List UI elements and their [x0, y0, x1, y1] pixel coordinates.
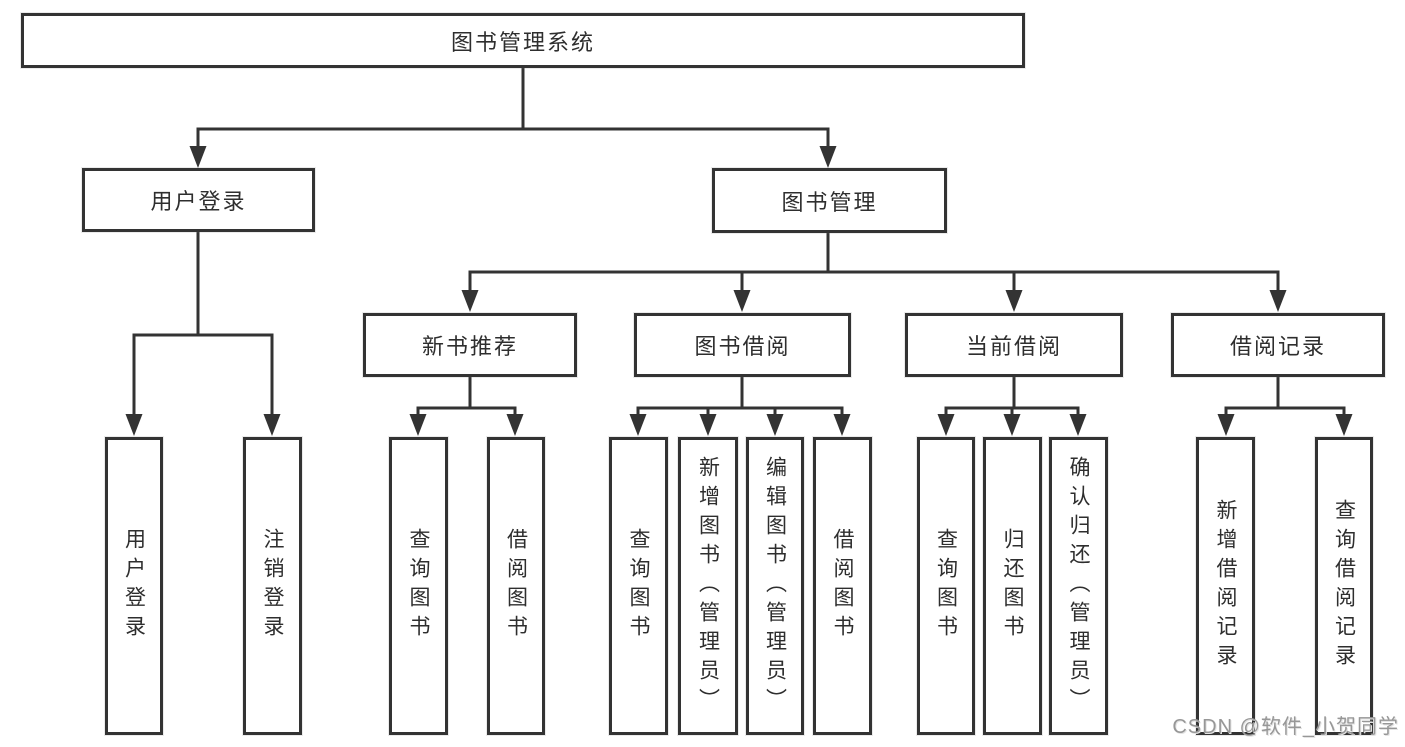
- node-label: 新增图书（管理员）: [696, 455, 720, 717]
- arrowhead-icons: [125, 146, 1353, 436]
- node-leaf-user-login: 用户登录: [105, 437, 163, 735]
- node-leaf-query-books-current: 查询图书: [917, 437, 975, 735]
- node-leaf-logout: 注销登录: [243, 437, 302, 735]
- node-leaf-edit-books-admin: 编辑图书（管理员）: [746, 437, 804, 735]
- node-book-borrowing: 图书借阅: [634, 313, 851, 377]
- node-user-login: 用户登录: [82, 168, 315, 232]
- node-library-management-system: 图书管理系统: [21, 13, 1025, 68]
- node-label: 借阅记录: [1229, 334, 1326, 359]
- node-label: 当前借阅: [965, 334, 1062, 359]
- connector-path: [132, 68, 1346, 418]
- node-label: 查询借阅记录: [1332, 499, 1356, 673]
- node-leaf-add-books-admin: 新增图书（管理员）: [678, 437, 738, 735]
- node-label: 归还图书: [1001, 528, 1024, 644]
- node-leaf-confirm-return-admin: 确认归还（管理员）: [1049, 437, 1108, 735]
- node-leaf-add-borrow-record: 新增借阅记录: [1196, 437, 1255, 735]
- node-label: 查询图书: [934, 528, 958, 644]
- node-label: 用户登录: [122, 528, 146, 644]
- node-leaf-query-books-recommend: 查询图书: [389, 437, 448, 735]
- node-book-management: 图书管理: [712, 168, 947, 233]
- node-leaf-query-books-borrow: 查询图书: [609, 437, 668, 735]
- node-label: 借阅图书: [504, 528, 528, 644]
- node-leaf-borrow-books-recommend: 借阅图书: [487, 437, 545, 735]
- watermark: CSDN @软件_小贺同学: [1172, 716, 1399, 738]
- node-label: 图书管理: [781, 189, 878, 215]
- node-label: 新增借阅记录: [1214, 499, 1237, 673]
- node-label: 用户登录: [150, 189, 247, 214]
- node-new-book-recommendation: 新书推荐: [363, 313, 577, 377]
- node-label: 确认归还（管理员）: [1067, 455, 1090, 717]
- node-label: 注销登录: [261, 528, 284, 644]
- node-label: 查询图书: [407, 528, 430, 644]
- node-current-borrowing: 当前借阅: [905, 313, 1123, 377]
- node-leaf-borrow-books: 借阅图书: [813, 437, 872, 735]
- node-label: 查询图书: [627, 528, 650, 644]
- node-leaf-query-borrow-record: 查询借阅记录: [1315, 437, 1373, 735]
- node-label: 借阅图书: [831, 528, 854, 644]
- node-label: 编辑图书（管理员）: [763, 455, 787, 717]
- node-label: 新书推荐: [421, 334, 518, 359]
- node-label: 图书管理系统: [450, 29, 595, 55]
- node-label: 图书借阅: [694, 334, 791, 359]
- node-leaf-return-books: 归还图书: [983, 437, 1042, 735]
- node-borrowing-records: 借阅记录: [1171, 313, 1385, 377]
